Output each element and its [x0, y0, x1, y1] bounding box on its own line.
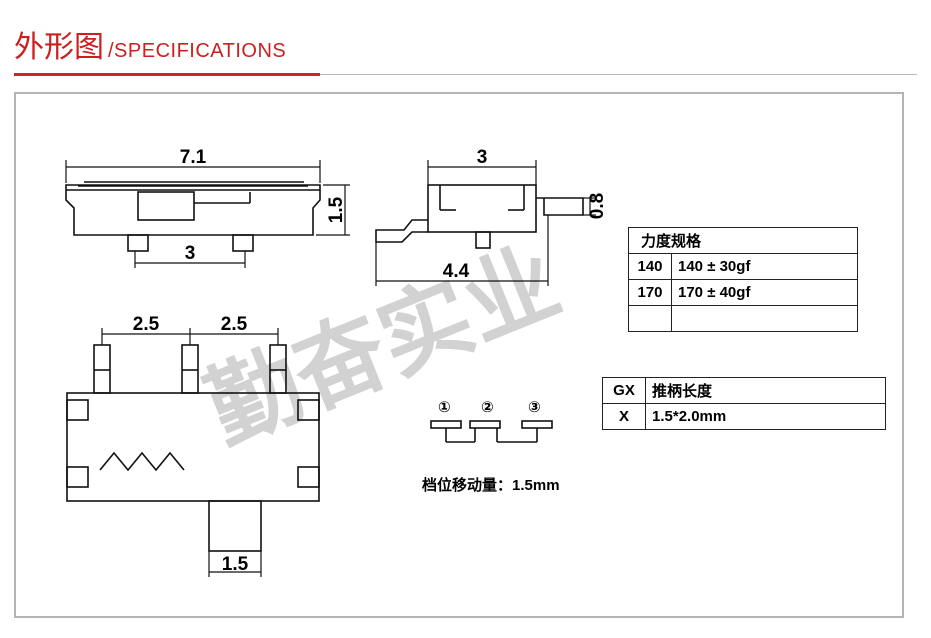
force-code: 170: [628, 279, 672, 306]
dim-pitch-right: 2.5: [221, 314, 248, 335]
circuit-schematic: [430, 420, 553, 443]
dim-top-height: 1.5: [326, 196, 347, 223]
force-value: 140 ± 30gf: [671, 253, 858, 280]
table-row: 170 170 ± 40gf: [628, 279, 858, 306]
table-row: 140 140 ± 30gf: [628, 253, 858, 280]
handle-header-label: 推柄长度: [645, 377, 886, 404]
force-code: [628, 305, 672, 332]
header-accent-bar: [14, 73, 320, 76]
drawing-frame: [14, 92, 904, 618]
handle-value: 1.5*2.0mm: [645, 403, 886, 430]
header-divider: [14, 74, 917, 75]
dim-side-width: 3: [477, 147, 488, 168]
pin-label-1: ①: [438, 398, 451, 416]
dim-side-actuator: 0.8: [587, 193, 608, 219]
pin-label-2: ②: [481, 398, 494, 416]
handle-length-table: GX 推柄长度 X 1.5*2.0mm: [602, 377, 886, 430]
travel-distance: 档位移动量：1.5mm: [422, 477, 560, 494]
side-view: [375, 184, 584, 249]
force-table-header: 力度规格: [628, 227, 858, 254]
title-english: /SPECIFICATIONS: [108, 40, 287, 62]
title-chinese: 外形图: [14, 30, 104, 65]
handle-header-code: GX: [602, 377, 646, 404]
table-header-row: 力度规格: [628, 227, 858, 254]
dim-top-length: 7.1: [180, 147, 207, 168]
pin-label-3: ③: [528, 398, 541, 416]
table-header-row: GX 推柄长度: [602, 377, 886, 404]
watermark: 勤奋实业: [193, 227, 574, 464]
force-code: 140: [628, 253, 672, 280]
force-value: 170 ± 40gf: [671, 279, 858, 306]
table-row: [628, 305, 858, 332]
dim-pitch-left: 2.5: [133, 314, 160, 335]
dim-side-length: 4.4: [443, 261, 470, 282]
front-view: [65, 181, 321, 252]
dim-handle-width: 1.5: [222, 554, 249, 575]
table-row: X 1.5*2.0mm: [602, 403, 886, 430]
handle-code: X: [602, 403, 646, 430]
force-value: [671, 305, 858, 332]
dim-top-pin-spacing: 3: [185, 243, 196, 264]
page-header: 外形图/SPECIFICATIONS: [14, 22, 286, 70]
force-spec-table: 力度规格 140 140 ± 30gf 170 170 ± 40gf: [628, 227, 858, 332]
